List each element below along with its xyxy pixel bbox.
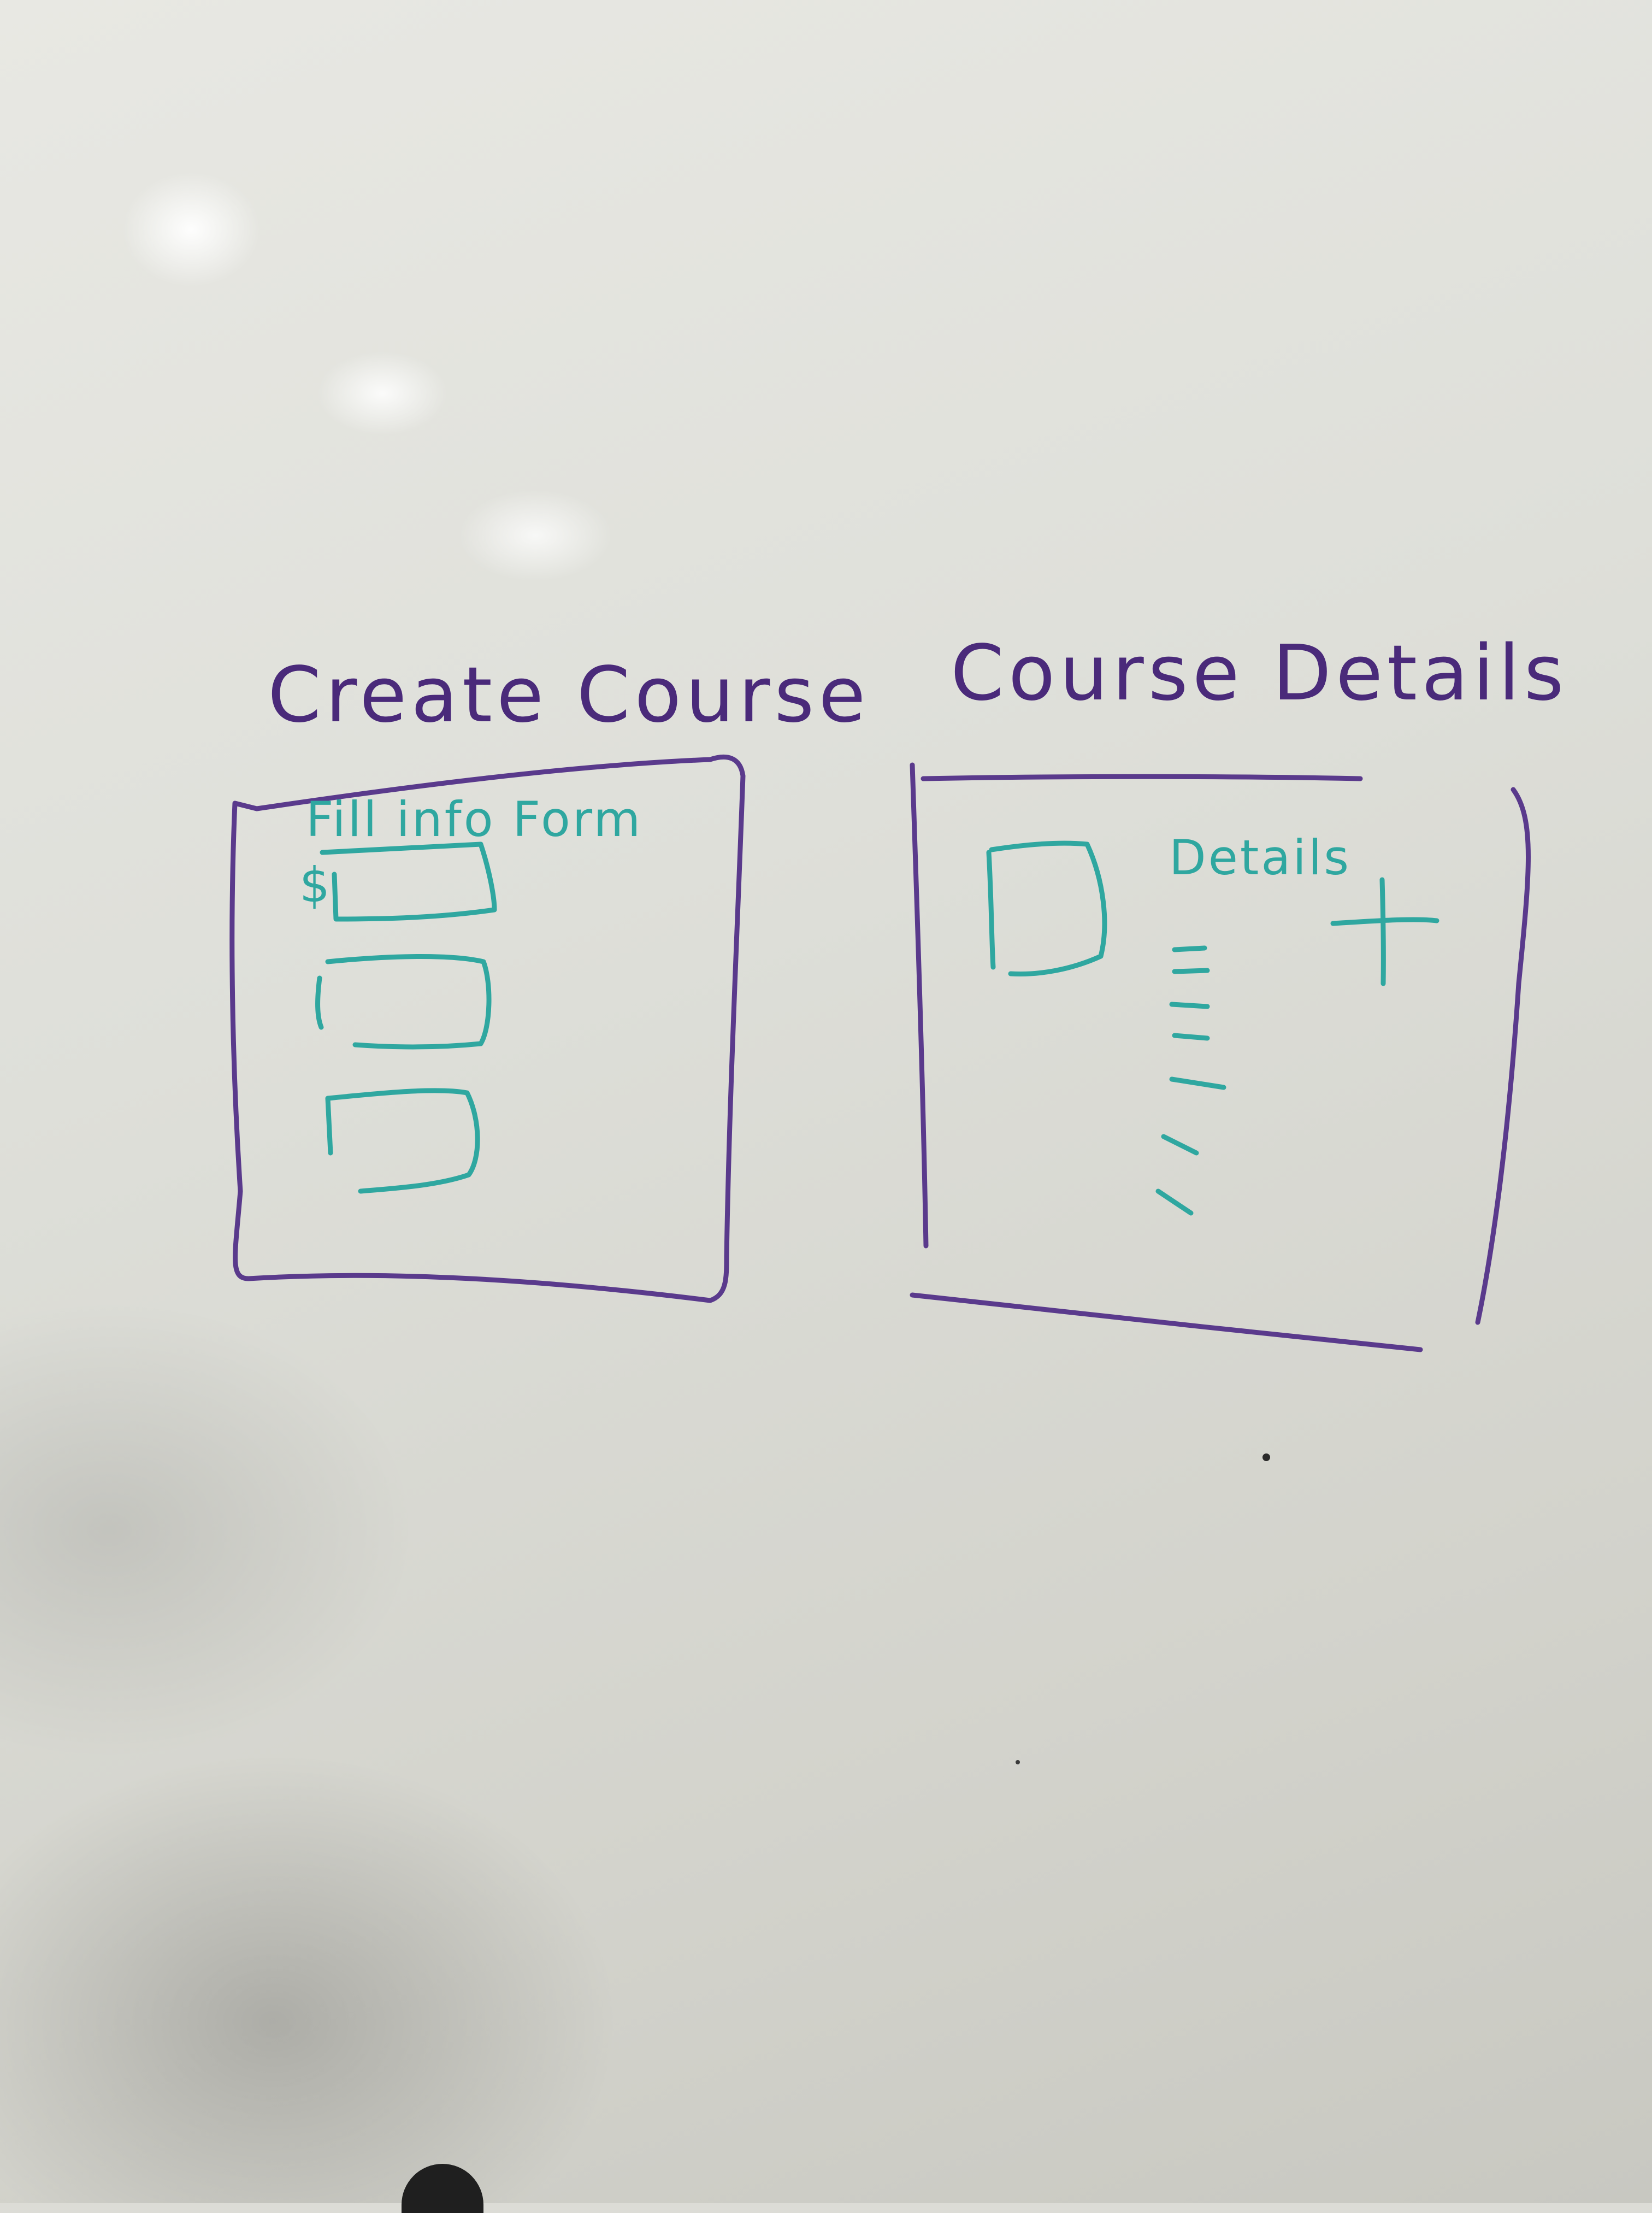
form-input-box-1	[320, 841, 497, 922]
form-input-box-2	[315, 954, 492, 1050]
course-details-frame	[910, 762, 1531, 1352]
detail-line-7	[1155, 1188, 1194, 1216]
detail-line-5	[1169, 1076, 1226, 1090]
board-dot	[1262, 1453, 1270, 1461]
add-plus-icon	[1330, 877, 1439, 986]
detail-line-1	[1172, 945, 1207, 952]
course-details-title: Course Details	[951, 629, 1568, 718]
detail-line-6	[1161, 1134, 1199, 1156]
create-course-frame	[229, 754, 746, 1303]
create-course-sketch: Create Course Fill info Form $	[229, 651, 870, 1303]
details-list-lines	[1155, 945, 1226, 1216]
details-label: Details	[1169, 829, 1351, 886]
create-course-title: Create Course	[268, 651, 870, 740]
board-dot	[1016, 1760, 1020, 1764]
detail-line-4	[1172, 1033, 1210, 1041]
detail-line-3	[1169, 1002, 1210, 1009]
course-image-placeholder	[986, 840, 1107, 976]
fill-info-form-label: Fill info Form	[306, 791, 642, 847]
course-details-sketch: Course Details Details	[910, 629, 1568, 1352]
form-input-box-3	[325, 1088, 480, 1194]
dollar-marker: $	[299, 857, 332, 913]
detail-line-2	[1172, 968, 1210, 974]
